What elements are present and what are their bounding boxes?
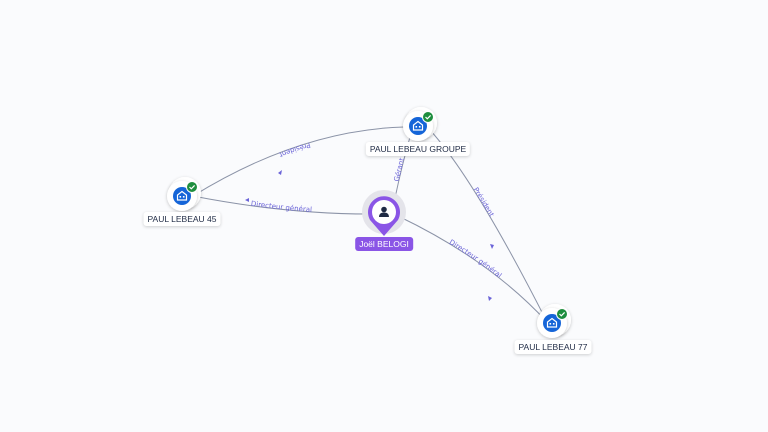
node-paul-lebeau-77[interactable] <box>537 304 571 338</box>
node-paul-lebeau-45[interactable] <box>167 177 201 211</box>
edge-groupe-p45[interactable]: Président <box>192 126 405 197</box>
edge-label-president-77: Président <box>472 186 496 218</box>
verified-check-icon <box>186 181 198 193</box>
svg-text:Directeur général: Directeur général <box>250 200 312 214</box>
node-label-joel-belogi[interactable]: Joël BELOGI <box>355 237 413 251</box>
node-label-paul-lebeau-77[interactable]: PAUL LEBEAU 77 <box>514 340 592 354</box>
edge-label-gerant: Gérant <box>393 157 406 183</box>
svg-text:Président: Président <box>472 186 496 218</box>
edge-groupe-p77[interactable]: Président <box>429 129 548 323</box>
edge-arrow <box>278 170 282 175</box>
edge-person-p45[interactable]: Directeur général <box>192 195 371 215</box>
node-label-paul-lebeau-45[interactable]: PAUL LEBEAU 45 <box>143 212 221 226</box>
edge-arrow <box>245 198 249 202</box>
company-building-icon <box>409 117 427 135</box>
node-label-paul-lebeau-groupe[interactable]: PAUL LEBEAU GROUPE <box>365 142 471 156</box>
edge-arrow <box>490 244 494 249</box>
company-building-icon <box>543 314 561 332</box>
node-person-joel-belogi[interactable] <box>362 190 406 236</box>
edge-label-directeur-77: Directeur général <box>448 238 503 280</box>
edge-arrow <box>488 296 492 301</box>
edge-label-directeur-45: Directeur général <box>250 200 312 214</box>
node-paul-lebeau-groupe[interactable] <box>403 107 437 141</box>
edge-person-p77[interactable]: Directeur général <box>397 215 548 323</box>
verified-check-icon <box>556 308 568 320</box>
company-building-icon <box>173 187 191 205</box>
edge-label-president-45: Président <box>278 141 312 159</box>
verified-check-icon <box>422 111 434 123</box>
svg-text:Président: Président <box>278 141 312 159</box>
svg-text:Directeur général: Directeur général <box>448 238 503 280</box>
svg-text:Gérant: Gérant <box>393 157 406 183</box>
person-icon <box>379 206 389 217</box>
